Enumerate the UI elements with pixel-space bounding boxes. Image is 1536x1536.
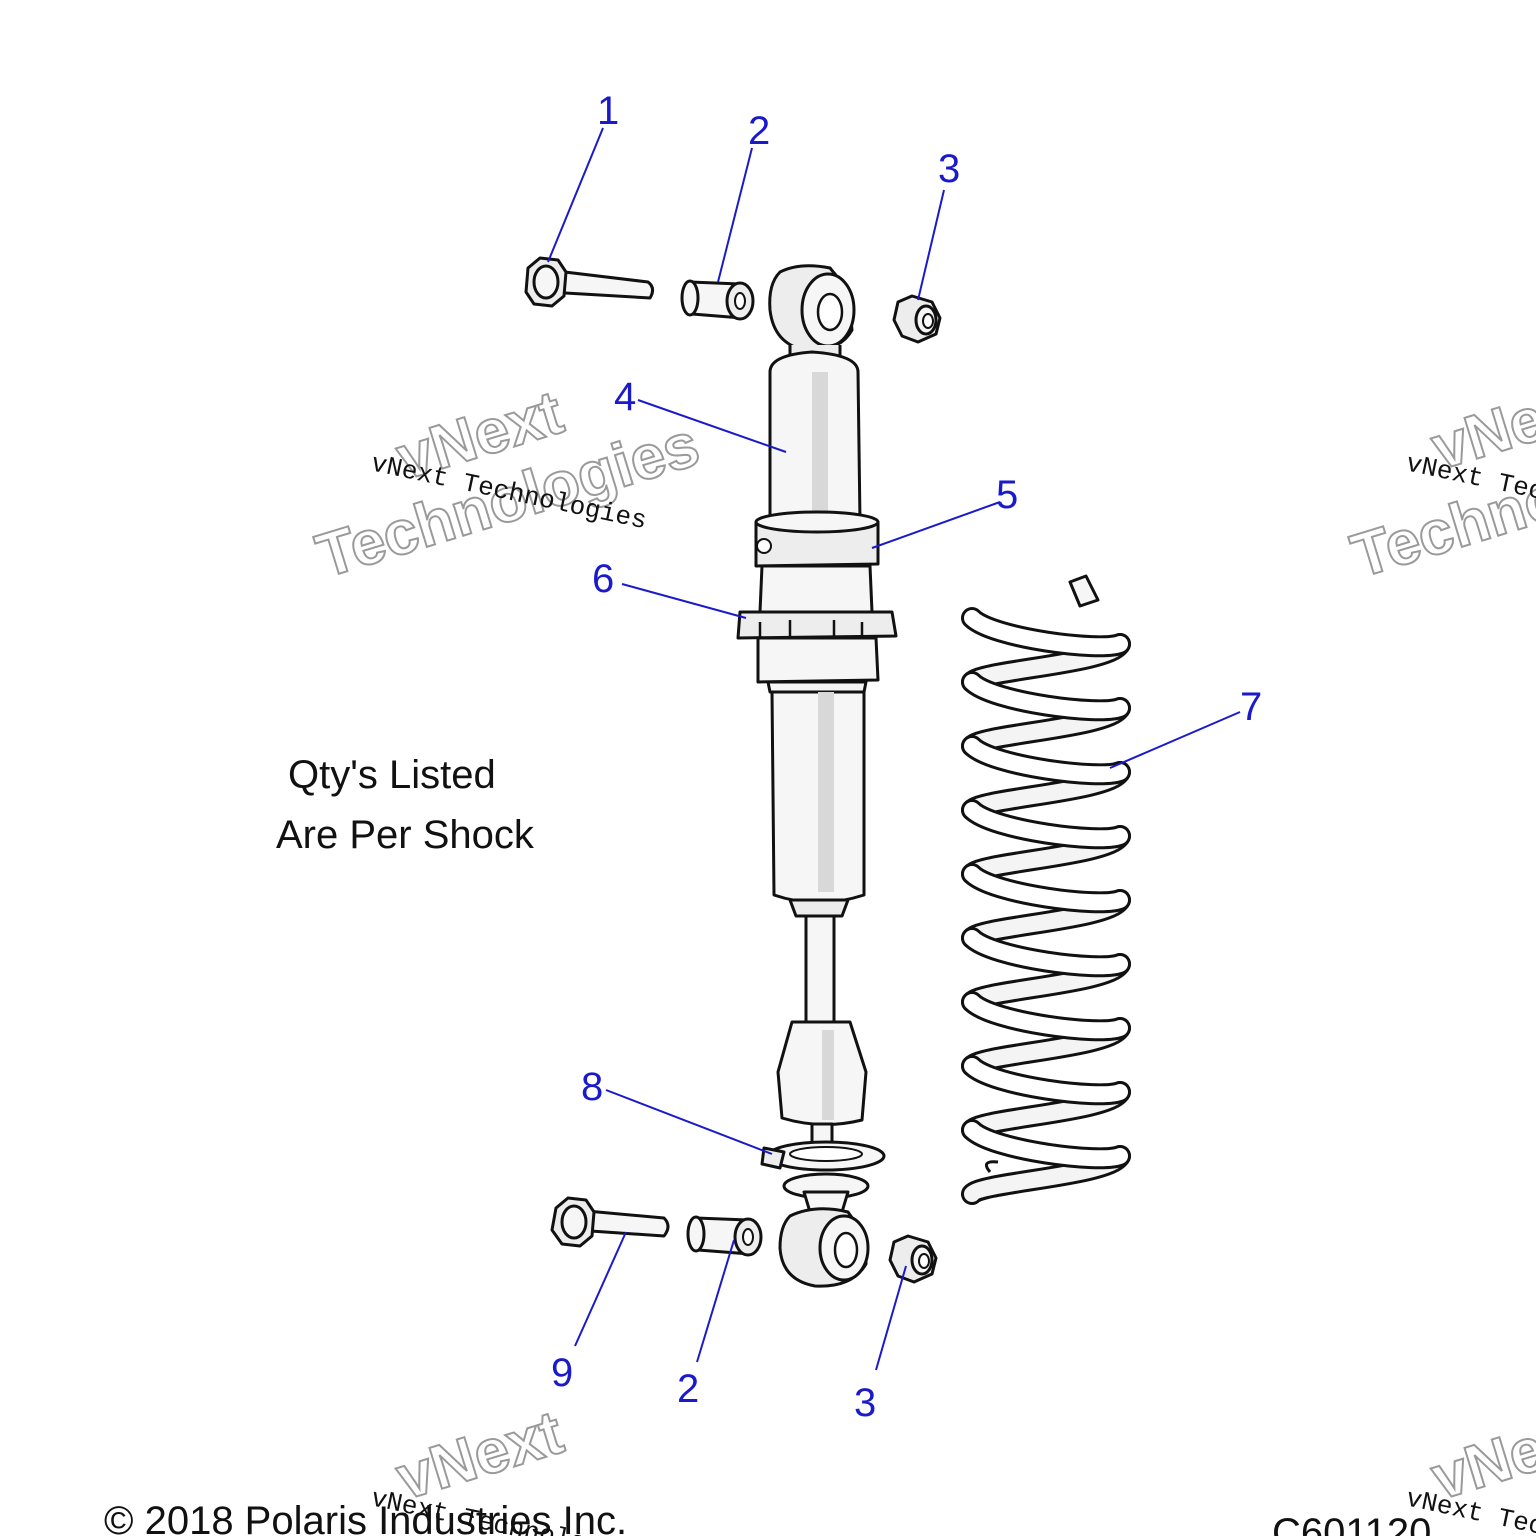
callout-7: 7 xyxy=(1240,685,1262,729)
leader-2-lower xyxy=(696,1239,735,1363)
spacer-upper xyxy=(680,279,755,321)
note-line2: Are Per Shock xyxy=(276,813,535,857)
leader-1 xyxy=(547,127,604,263)
spring-front-wire xyxy=(964,610,1128,1167)
leader-8 xyxy=(605,1089,773,1155)
nut-lower xyxy=(888,1234,938,1284)
callout-9: 9 xyxy=(551,1351,573,1395)
callout-3-lower: 3 xyxy=(854,1381,876,1425)
callout-labels: 1 2 3 4 5 6 7 8 9 2 3 xyxy=(551,89,1262,1425)
leader-3-upper xyxy=(917,189,945,301)
leader-9 xyxy=(574,1231,627,1347)
spacer-lower xyxy=(686,1215,763,1257)
spring-back-wire xyxy=(964,636,1128,1202)
leader-3-lower xyxy=(875,1265,907,1371)
bolt-lower xyxy=(550,1196,670,1248)
callout-6: 6 xyxy=(592,557,614,601)
leader-5 xyxy=(871,501,1001,549)
leader-6 xyxy=(621,583,747,619)
spring-top-end xyxy=(1068,574,1100,608)
footer: © 2018 Polaris Industries Inc. C601120 xyxy=(104,1499,1431,1536)
retainer-clip xyxy=(760,1140,886,1172)
spring-bottom-end xyxy=(984,1160,999,1173)
shock-body xyxy=(736,350,898,1214)
watermark-right: vNext Technologies vNext Technologies xyxy=(1343,367,1536,592)
leader-4 xyxy=(637,399,787,453)
note-line1: Qty's Listed xyxy=(288,753,496,797)
figure-code: C601120 xyxy=(1272,1511,1431,1536)
callout-4: 4 xyxy=(614,375,636,419)
callout-2-lower: 2 xyxy=(677,1367,699,1411)
callout-1: 1 xyxy=(597,89,619,133)
callout-8: 8 xyxy=(581,1065,603,1109)
leader-7 xyxy=(1109,711,1241,769)
copyright-text: © 2018 Polaris Industries Inc. xyxy=(104,1499,627,1536)
watermark-left: vNext Technologies vNext Technologies xyxy=(308,377,708,592)
quantity-note: Qty's Listed Are Per Shock xyxy=(276,753,535,857)
callout-5: 5 xyxy=(996,473,1018,517)
bolt-upper xyxy=(524,256,655,308)
callout-3-upper: 3 xyxy=(938,147,960,191)
nut-upper xyxy=(892,294,942,344)
callout-2-upper: 2 xyxy=(748,109,770,153)
coil-spring xyxy=(961,574,1131,1205)
callout-leaders xyxy=(547,127,1241,1371)
leader-2-upper xyxy=(717,147,753,283)
shock-lower-eye xyxy=(778,1207,870,1288)
